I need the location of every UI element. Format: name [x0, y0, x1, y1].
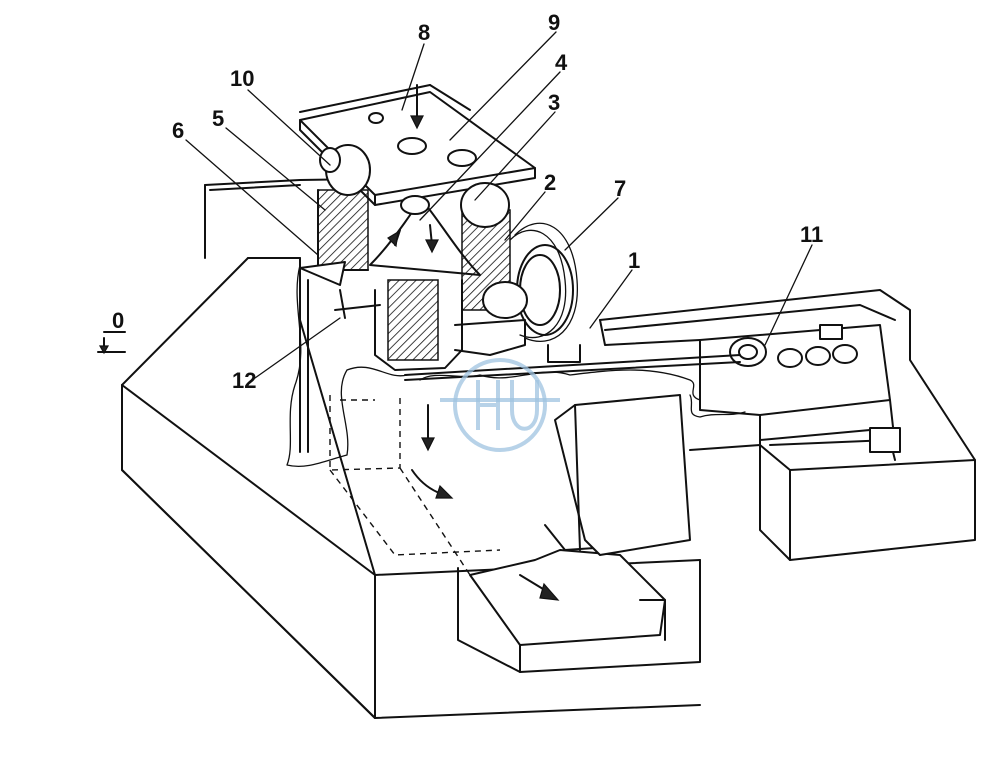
- generator-platform: [404, 289, 976, 561]
- left-spring-assembly: [317, 144, 371, 271]
- label-part-1: 1: [628, 248, 640, 273]
- part-labels: 8 9 4 3 10 5 6 2 7 1 11 0 12: [112, 10, 823, 393]
- watermark-logo: [440, 358, 560, 452]
- label-part-6: 6: [172, 118, 184, 143]
- leader-lines: [185, 31, 813, 379]
- label-part-9: 9: [548, 10, 560, 35]
- label-part-4: 4: [555, 50, 568, 75]
- label-datum-0: 0: [112, 308, 124, 333]
- label-part-3: 3: [548, 90, 560, 115]
- label-part-10: 10: [230, 66, 254, 91]
- turbine-unit: [299, 84, 581, 453]
- label-part-12: 12: [232, 368, 256, 393]
- right-spring-assembly: [460, 182, 578, 343]
- datum-marker: [97, 331, 126, 355]
- draft-tube-channel: [286, 264, 701, 673]
- label-part-11: 11: [800, 222, 823, 247]
- label-part-5: 5: [212, 106, 224, 131]
- label-part-2: 2: [544, 170, 556, 195]
- label-part-8: 8: [418, 20, 430, 45]
- label-part-7: 7: [614, 176, 626, 201]
- turbine-runner: [369, 195, 481, 371]
